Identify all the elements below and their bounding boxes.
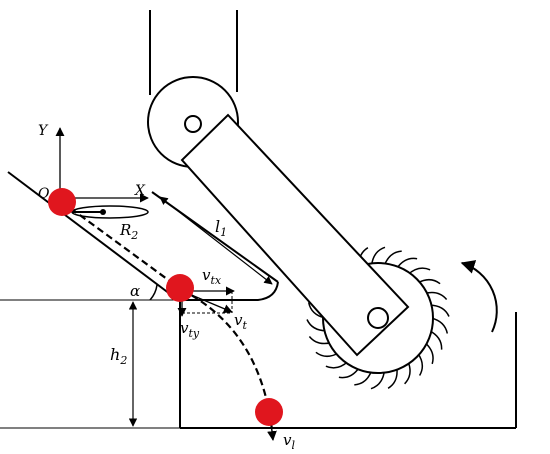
vtx-symbol: v xyxy=(202,266,211,284)
vtx-subscript: tx xyxy=(210,274,221,287)
rotation-arrow xyxy=(460,260,498,333)
upper-pulley-hub xyxy=(184,115,202,133)
radius-symbol: R xyxy=(119,221,131,239)
height-subscript: 2 xyxy=(119,354,127,367)
vl-symbol: v xyxy=(283,431,292,449)
vl-subscript: l xyxy=(291,439,295,452)
vt-label: vt xyxy=(234,311,247,332)
chute-tip xyxy=(180,281,279,301)
ball-exit xyxy=(166,274,194,302)
chute-upper-edge xyxy=(7,171,179,301)
y-axis-label: Y xyxy=(38,123,49,139)
height-label: h2 xyxy=(110,345,127,367)
radius-subscript: 2 xyxy=(130,229,138,242)
vty-symbol: v xyxy=(180,319,189,337)
length-subscript: 1 xyxy=(220,226,227,239)
vty-label: vty xyxy=(180,319,200,340)
x-axis-label: X xyxy=(134,183,146,199)
vtx-label: vtx xyxy=(202,266,222,287)
length-label: l1 xyxy=(215,217,227,239)
trajectory-fall xyxy=(181,289,274,431)
radius-label: R2 xyxy=(119,221,138,242)
origin-label: O xyxy=(38,186,50,202)
trajectory-chute xyxy=(61,201,183,291)
lower-wheel-hub xyxy=(367,307,389,329)
ellipse-center-dot xyxy=(100,209,106,215)
vl-label: vl xyxy=(283,431,295,452)
angle-arc xyxy=(149,284,158,301)
vty-subscript: ty xyxy=(188,327,199,340)
ball-landing xyxy=(255,398,283,426)
ball-start xyxy=(48,188,76,216)
length-symbol: l xyxy=(215,217,220,236)
vt-symbol: v xyxy=(234,311,243,329)
angle-label: α xyxy=(130,282,140,300)
length-dimension xyxy=(159,196,273,285)
connecting-arm xyxy=(180,113,410,357)
height-symbol: h xyxy=(110,345,120,364)
vt-subscript: t xyxy=(242,319,247,332)
